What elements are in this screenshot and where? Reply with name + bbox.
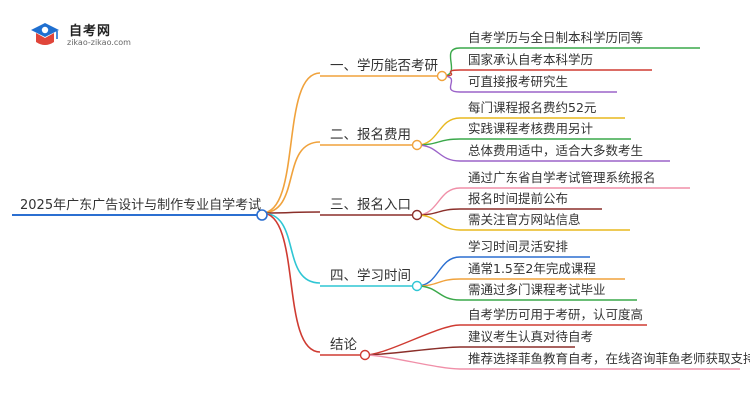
branch-node xyxy=(359,349,371,361)
leaf-connector xyxy=(416,187,461,216)
leaf-connector xyxy=(364,324,461,356)
leaf-connector xyxy=(416,117,461,146)
branch-node xyxy=(411,209,423,221)
leaf-label: 学习时间灵活安排 xyxy=(468,239,569,254)
leaf-label: 通过广东省自学考试管理系统报名 xyxy=(468,170,656,185)
logo-title: 自考网 xyxy=(69,24,112,39)
branch-connector xyxy=(261,211,321,214)
root-node xyxy=(256,209,268,221)
leaf-label: 自考学历与全日制本科学历同等 xyxy=(468,30,644,45)
leaf-connector xyxy=(416,138,461,146)
branch-node xyxy=(436,70,448,82)
leaf-label: 通常1.5至2年完成课程 xyxy=(468,261,596,276)
branch-connector xyxy=(261,141,321,214)
leaf-connector xyxy=(364,354,461,370)
leaf-label: 推荐选择菲鱼教育自考，在线咨询菲鱼老师获取支持 xyxy=(468,351,750,366)
leaf-label: 每门课程报名费约52元 xyxy=(468,100,597,115)
leaf-label: 自考学历可用于考研，认可度高 xyxy=(468,307,644,322)
leaf-label: 需通过多门课程考试毕业 xyxy=(468,282,606,297)
leaf-connector xyxy=(364,346,461,356)
root-topic: 2025年广东广告设计与制作专业自学考试 xyxy=(20,198,262,213)
leaf-connector xyxy=(416,144,461,162)
leaf-label: 可直接报考研究生 xyxy=(468,74,569,89)
leaf-label: 总体费用适中，适合大多数考生 xyxy=(468,143,644,158)
branch-connector xyxy=(261,212,321,353)
branch-connector xyxy=(261,212,321,284)
logo-url: zikao-zikao.com xyxy=(67,38,131,47)
leaf-connector xyxy=(416,214,461,231)
branch-label: 四、学习时间 xyxy=(330,268,411,284)
leaf-connector xyxy=(416,256,461,287)
leaf-label: 国家承认自考本科学历 xyxy=(468,52,594,67)
branch-label: 二、报名费用 xyxy=(330,127,411,143)
leaf-label: 需关注官方网站信息 xyxy=(468,212,581,227)
logo: 自考网 zikao-zikao.com xyxy=(28,18,158,54)
branch-connector xyxy=(261,72,321,214)
leaf-connector xyxy=(416,208,461,216)
branch-label: 三、报名入口 xyxy=(330,197,411,213)
branch-node xyxy=(411,139,423,151)
leaf-label: 实践课程考核费用另计 xyxy=(468,121,594,136)
logo-icon xyxy=(31,23,59,45)
leaf-connector xyxy=(416,285,461,301)
leaf-label: 报名时间提前公布 xyxy=(468,191,569,206)
branch-node xyxy=(411,280,423,292)
leaf-label: 建议考生认真对待自考 xyxy=(468,329,594,344)
branch-label: 结论 xyxy=(330,337,357,353)
branch-label: 一、学历能否考研 xyxy=(330,58,438,74)
